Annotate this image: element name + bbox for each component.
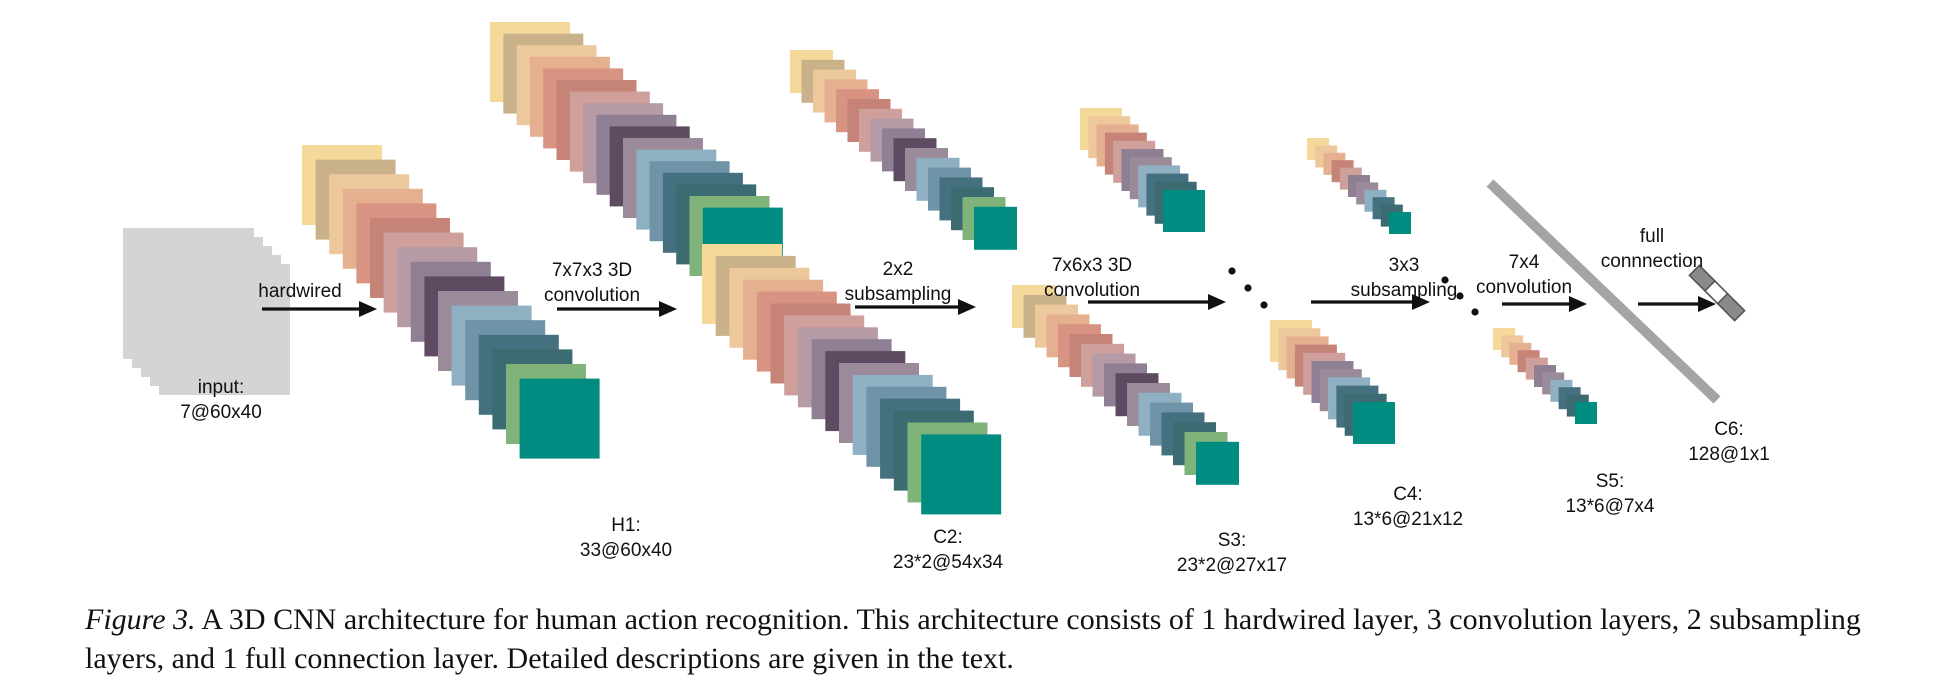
arrow-head-2	[659, 301, 677, 317]
conv3-label-2: convolution	[1476, 277, 1572, 298]
arrow-head-5	[1412, 294, 1430, 310]
c4-lower-map-11	[1353, 402, 1395, 444]
ellipsis-dot-6	[1471, 308, 1479, 316]
sub2-label-2: subsampling	[1351, 280, 1458, 301]
sub1-label-2: subsampling	[845, 284, 952, 305]
conv1-label-1: 7x7x3 3D	[552, 260, 632, 281]
full-label-2: connnection	[1601, 251, 1703, 272]
conv2-label-2: convolution	[1044, 280, 1140, 301]
s5-upper-map-11	[1389, 212, 1411, 234]
c2-lower-map-17	[921, 434, 1002, 515]
c2-dims-label: 23*2@54x34	[893, 552, 1004, 573]
input-name-label: input:	[198, 377, 244, 398]
arrow-head-4	[1208, 294, 1226, 310]
ellipsis-dot-2	[1244, 284, 1252, 292]
sub2-label-1: 3x3	[1389, 255, 1420, 276]
arrow-head-1	[359, 301, 377, 317]
caption-label: Figure 3.	[85, 603, 196, 636]
c6-output-unit	[1688, 264, 1746, 322]
h1-name-label: H1:	[611, 515, 641, 536]
c6-unit-segment-3	[1716, 292, 1746, 322]
s3-upper-map-17	[974, 206, 1017, 250]
c4-name-label: C4:	[1393, 484, 1423, 505]
s3-dims-label: 23*2@27x17	[1177, 555, 1287, 576]
conv2-label-1: 7x6x3 3D	[1052, 255, 1132, 276]
input-dims-label: 7@60x40	[180, 402, 262, 423]
s5-dims-label: 13*6@7x4	[1565, 496, 1654, 517]
s3-name-label: S3:	[1218, 530, 1247, 551]
input-map-5	[159, 264, 290, 395]
ellipsis-dot-3	[1260, 301, 1268, 309]
cnn-architecture-diagram: hardwired 7x7x3 3D convolution 2x2 subsampli…	[123, 22, 1770, 576]
arrow-head-3	[958, 299, 976, 315]
c4-dims-label: 13*6@21x12	[1353, 509, 1463, 530]
full-connection-bar	[1486, 179, 1721, 404]
full-label-1: full	[1640, 226, 1664, 247]
h1-dims-label: 33@60x40	[580, 540, 672, 561]
hardwired-label-1: hardwired	[258, 281, 341, 302]
conv1-label-2: convolution	[544, 285, 640, 306]
s5-lower-map-11	[1575, 402, 1597, 424]
caption-text: A 3D CNN architecture for human action r…	[85, 603, 1861, 675]
c4-upper-map-11	[1163, 190, 1205, 232]
s3-lower-map-17	[1196, 441, 1239, 485]
ellipsis-dot-1	[1228, 267, 1236, 275]
s5-name-label: S5:	[1596, 471, 1625, 492]
c6-dims-label: 128@1x1	[1688, 444, 1770, 465]
ellipsis-dot-5	[1456, 292, 1464, 300]
ellipsis-dot-4	[1441, 276, 1449, 284]
arrow-head-7	[1698, 296, 1716, 312]
h1-map-17	[519, 378, 600, 459]
c2-name-label: C2:	[933, 527, 963, 548]
arrow-head-6	[1569, 296, 1587, 312]
sub1-label-1: 2x2	[883, 259, 914, 280]
conv3-label-1: 7x4	[1509, 252, 1540, 273]
c6-name-label: C6:	[1714, 419, 1744, 440]
figure-caption: Figure 3. A 3D CNN architecture for huma…	[85, 600, 1885, 678]
